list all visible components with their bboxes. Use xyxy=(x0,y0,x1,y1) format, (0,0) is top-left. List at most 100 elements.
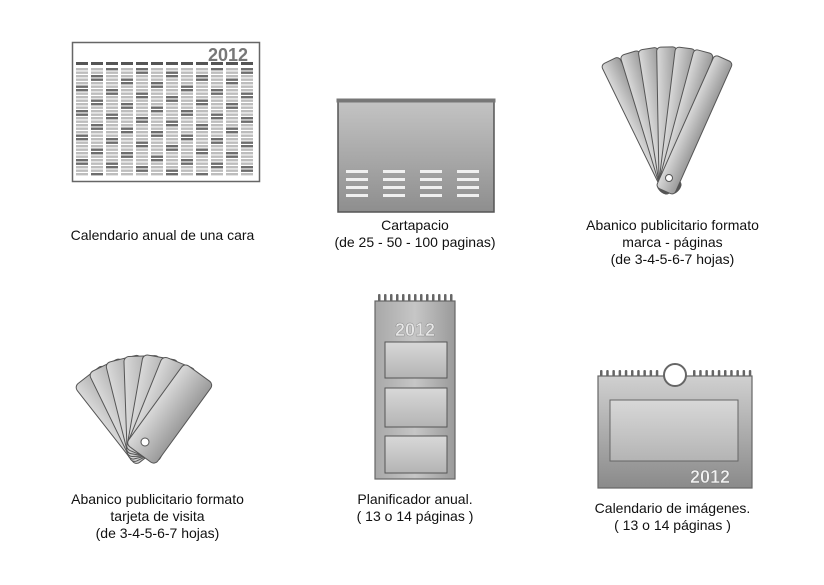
calendar-day-cell xyxy=(151,75,163,78)
calendar-day-cell xyxy=(121,92,133,95)
calendar-day-cell xyxy=(241,82,253,85)
calendar-day-cell xyxy=(136,138,148,141)
calendar-day-cell xyxy=(91,141,103,144)
calendar-day-cell xyxy=(76,92,88,95)
calendar-day-cell xyxy=(136,75,148,78)
calendar-day-cell xyxy=(226,99,238,102)
calendar-day-cell xyxy=(211,113,223,116)
calendar-month-header xyxy=(166,62,178,65)
calendar-day-cell xyxy=(196,99,208,102)
calendar-day-cell xyxy=(76,85,88,88)
calendar-day-cell xyxy=(211,89,223,92)
calendar-day-cell xyxy=(226,131,238,134)
calendar-day-cell xyxy=(76,89,88,92)
calendar-day-cell xyxy=(121,159,133,162)
calendar-day-cell xyxy=(76,110,88,113)
calendar-day-cell xyxy=(166,152,178,155)
calendar-day-cell xyxy=(76,141,88,144)
calendar-day-cell xyxy=(76,96,88,99)
calendar-day-cell xyxy=(76,71,88,74)
calendar-day-cell xyxy=(226,96,238,99)
calendar-day-cell xyxy=(241,110,253,113)
calendar-day-cell xyxy=(211,75,223,78)
calendar-day-cell xyxy=(166,117,178,120)
calendar-day-cell xyxy=(106,162,118,165)
calendar-day-cell xyxy=(211,96,223,99)
calendar-month-header xyxy=(106,62,118,65)
calendar-day-cell xyxy=(226,148,238,151)
calendar-day-cell xyxy=(136,96,148,99)
calendar-day-cell xyxy=(166,166,178,169)
desk-pad-line xyxy=(457,186,479,189)
calendar-day-cell xyxy=(196,106,208,109)
calendar-day-cell xyxy=(226,85,238,88)
calendar-day-cell xyxy=(181,96,193,99)
calendar-month-header xyxy=(211,62,223,65)
calendar-day-cell xyxy=(91,96,103,99)
calendar-day-cell xyxy=(226,89,238,92)
calendar-day-cell xyxy=(121,75,133,78)
calendar-day-cell xyxy=(196,68,208,71)
calendar-day-cell xyxy=(121,169,133,172)
calendar-day-cell xyxy=(106,145,118,148)
fan-bookmark-caption-line3: (de 3-4-5-6-7 hojas) xyxy=(610,251,735,267)
calendar-day-cell xyxy=(241,159,253,162)
calendar-day-cell xyxy=(76,148,88,151)
calendar-day-cell xyxy=(136,82,148,85)
fan-bookmark-caption: Abanico publicitario formato marca - pág… xyxy=(555,217,790,268)
calendar-day-cell xyxy=(136,99,148,102)
calendar-day-cell xyxy=(181,68,193,71)
calendar-day-cell xyxy=(211,85,223,88)
calendar-day-cell xyxy=(121,162,133,165)
calendar-day-cell xyxy=(91,148,103,151)
calendar-day-cell xyxy=(91,117,103,120)
calendar-day-cell xyxy=(91,92,103,95)
calendar-day-cell xyxy=(211,99,223,102)
calendar-day-cell xyxy=(76,75,88,78)
calendar-day-cell xyxy=(76,106,88,109)
calendar-day-cell xyxy=(121,141,133,144)
calendar-day-cell xyxy=(151,138,163,141)
calendar-day-cell xyxy=(166,106,178,109)
calendar-day-cell xyxy=(106,148,118,151)
calendar-day-cell xyxy=(196,159,208,162)
calendar-day-cell xyxy=(241,173,253,176)
calendar-day-cell xyxy=(181,141,193,144)
calendar-day-cell xyxy=(91,68,103,71)
calendar-day-cell xyxy=(166,99,178,102)
calendar-day-cell xyxy=(91,169,103,172)
calendar-day-cell xyxy=(136,134,148,137)
image-calendar-year: 2012 xyxy=(690,467,730,487)
calendar-day-cell xyxy=(76,78,88,81)
calendar-day-cell xyxy=(241,75,253,78)
image-calendar-hanger xyxy=(663,363,687,387)
calendar-day-cell xyxy=(106,96,118,99)
fan-bookmark-rivet xyxy=(665,174,673,182)
calendar-day-cell xyxy=(136,141,148,144)
calendar-day-cell xyxy=(241,89,253,92)
calendar-month-header xyxy=(181,62,193,65)
calendar-day-cell xyxy=(196,124,208,127)
calendar-day-cell xyxy=(181,155,193,158)
calendar-day-cell xyxy=(196,117,208,120)
calendar-day-cell xyxy=(241,113,253,116)
calendar-day-cell xyxy=(196,138,208,141)
calendar-day-cell xyxy=(196,120,208,123)
calendar-day-cell xyxy=(76,103,88,106)
calendar-day-cell xyxy=(106,78,118,81)
calendar-day-cell xyxy=(91,106,103,109)
calendar-day-cell xyxy=(166,68,178,71)
calendar-day-cell xyxy=(76,68,88,71)
fan-card-caption-line1: Abanico publicitario formato xyxy=(71,491,244,507)
calendar-day-cell xyxy=(181,131,193,134)
calendar-day-cell xyxy=(121,82,133,85)
calendar-day-cell xyxy=(241,92,253,95)
annual-calendar-year-svg: 2012 xyxy=(208,45,248,65)
calendar-day-cell xyxy=(91,75,103,78)
calendar-day-cell xyxy=(91,159,103,162)
calendar-day-cell xyxy=(91,173,103,176)
calendar-day-cell xyxy=(106,166,118,169)
calendar-day-cell xyxy=(181,75,193,78)
calendar-day-cell xyxy=(136,71,148,74)
calendar-day-cell xyxy=(106,141,118,144)
